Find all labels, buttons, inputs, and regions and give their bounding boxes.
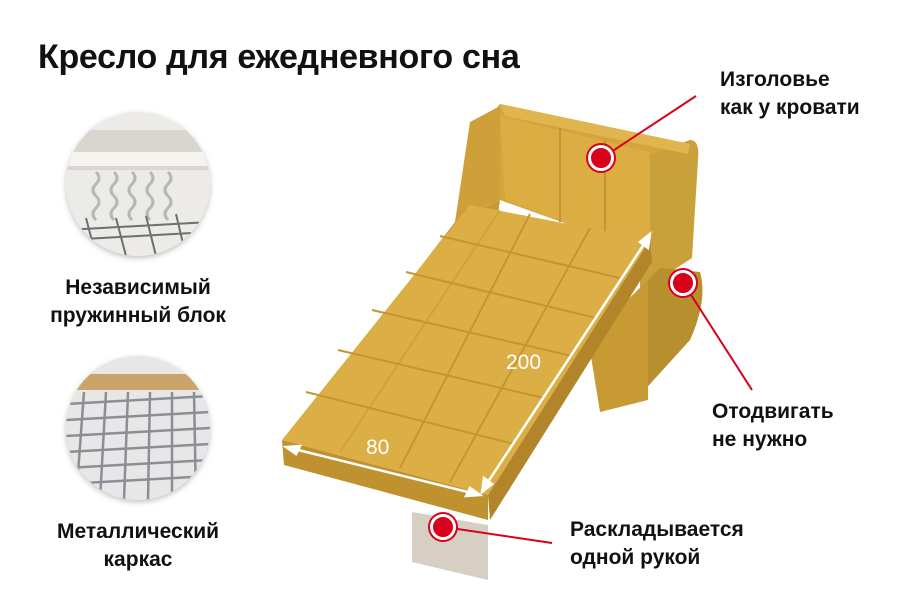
length-dimension: 200 bbox=[506, 351, 542, 374]
headboard-marker-icon bbox=[588, 145, 614, 171]
no-move-marker-icon bbox=[670, 270, 696, 296]
page-title: Кресло для ежедневного сна bbox=[38, 38, 520, 76]
no-move-label: Отодвигать не нужно bbox=[712, 400, 834, 451]
one-hand-marker-icon bbox=[430, 514, 456, 540]
headboard-label: Изголовье как у кровати bbox=[720, 68, 860, 119]
metal-frame-photo bbox=[66, 356, 210, 500]
one-hand-label: Раскладывается одной рукой bbox=[570, 518, 744, 569]
spring-block-label: Независимый пружинный блок bbox=[50, 276, 226, 327]
spring-block-photo bbox=[66, 112, 210, 256]
width-dimension: 80 bbox=[366, 436, 390, 459]
metal-frame-label: Металлический каркас bbox=[56, 520, 220, 571]
